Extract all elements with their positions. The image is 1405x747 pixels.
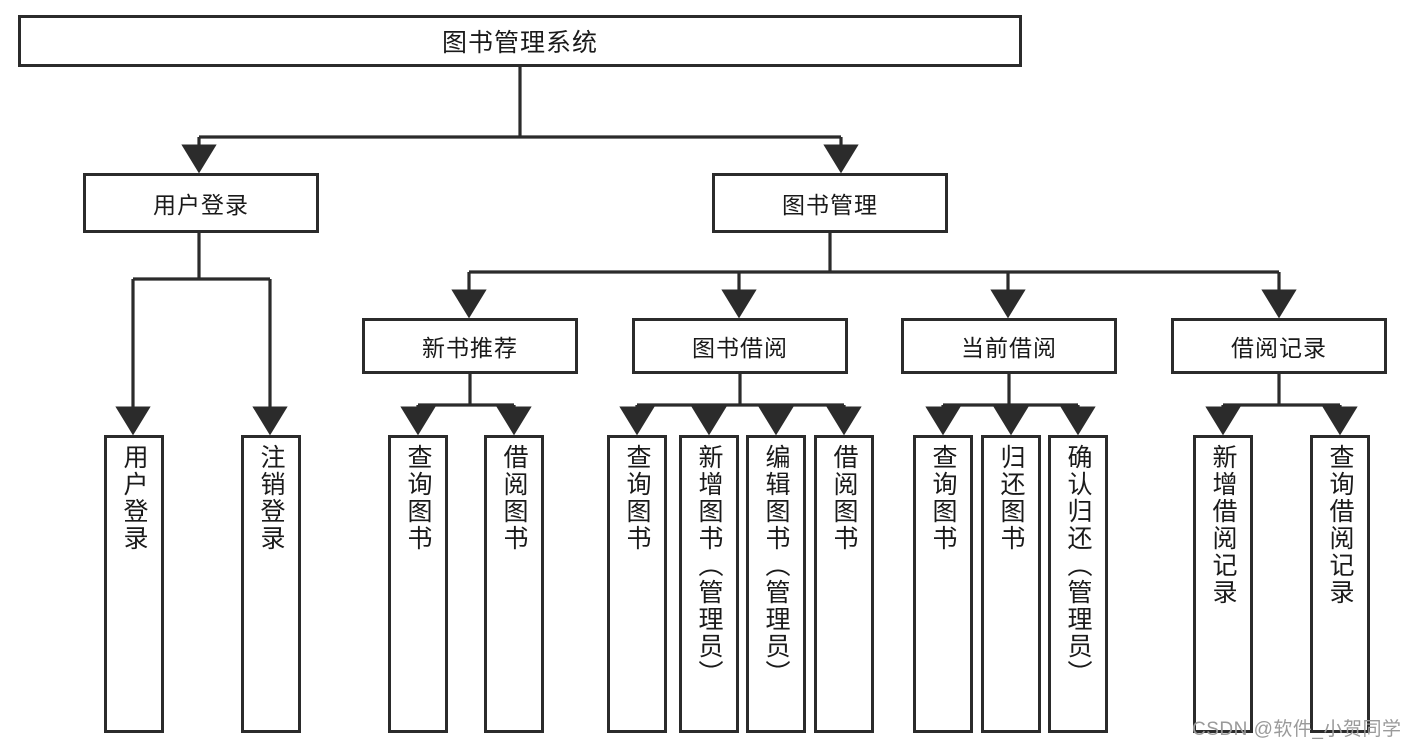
leaf-query-books-current[interactable]: 查询图书 xyxy=(913,435,973,733)
leaf-logout[interactable]: 注销登录 xyxy=(241,435,301,733)
node-book-borrow[interactable]: 图书借阅 xyxy=(632,318,848,374)
node-borrow-records[interactable]: 借阅记录 xyxy=(1171,318,1387,374)
node-book-management[interactable]: 图书管理 xyxy=(712,173,948,233)
leaf-borrow-books[interactable]: 借阅图书 xyxy=(814,435,874,733)
node-new-book-recommend-label: 新书推荐 xyxy=(422,335,518,361)
node-book-borrow-label: 图书借阅 xyxy=(692,335,788,361)
leaf-borrow-books-label: 借阅图书 xyxy=(830,444,858,552)
leaf-user-login[interactable]: 用户登录 xyxy=(104,435,164,733)
leaf-add-borrow-record[interactable]: 新增借阅记录 xyxy=(1193,435,1253,733)
leaf-add-borrow-record-label: 新增借阅记录 xyxy=(1209,444,1237,606)
leaf-add-book-admin-label: 新增图书（管理员） xyxy=(695,444,723,687)
leaf-query-books-recommend-label: 查询图书 xyxy=(404,444,432,552)
node-user-login-label: 用户登录 xyxy=(153,192,249,218)
node-root[interactable]: 图书管理系统 xyxy=(18,15,1022,67)
leaf-confirm-return-admin[interactable]: 确认归还（管理员） xyxy=(1048,435,1108,733)
node-current-borrow[interactable]: 当前借阅 xyxy=(901,318,1117,374)
leaf-return-books-label: 归还图书 xyxy=(997,444,1025,552)
csdn-watermark: CSDN @软件_小贺同学 xyxy=(1192,719,1402,740)
leaf-confirm-return-admin-label: 确认归还（管理员） xyxy=(1064,444,1092,687)
leaf-borrow-books-recommend-label: 借阅图书 xyxy=(500,444,528,552)
leaf-borrow-books-recommend[interactable]: 借阅图书 xyxy=(484,435,544,733)
node-book-management-label: 图书管理 xyxy=(782,192,878,218)
leaf-edit-book-admin-label: 编辑图书（管理员） xyxy=(762,444,790,687)
node-user-login[interactable]: 用户登录 xyxy=(83,173,319,233)
leaf-user-login-label: 用户登录 xyxy=(120,444,148,552)
leaf-query-books-recommend[interactable]: 查询图书 xyxy=(388,435,448,733)
leaf-query-borrow-record[interactable]: 查询借阅记录 xyxy=(1310,435,1370,733)
leaf-edit-book-admin[interactable]: 编辑图书（管理员） xyxy=(746,435,806,733)
leaf-logout-label: 注销登录 xyxy=(257,444,285,552)
leaf-add-book-admin[interactable]: 新增图书（管理员） xyxy=(679,435,739,733)
leaf-return-books[interactable]: 归还图书 xyxy=(981,435,1041,733)
node-new-book-recommend[interactable]: 新书推荐 xyxy=(362,318,578,374)
leaf-query-borrow-record-label: 查询借阅记录 xyxy=(1326,444,1354,606)
leaf-query-books-current-label: 查询图书 xyxy=(929,444,957,552)
leaf-query-books-borrow[interactable]: 查询图书 xyxy=(607,435,667,733)
leaf-query-books-borrow-label: 查询图书 xyxy=(623,444,651,552)
node-borrow-records-label: 借阅记录 xyxy=(1231,335,1327,361)
node-current-borrow-label: 当前借阅 xyxy=(961,335,1057,361)
node-root-label: 图书管理系统 xyxy=(441,29,598,57)
